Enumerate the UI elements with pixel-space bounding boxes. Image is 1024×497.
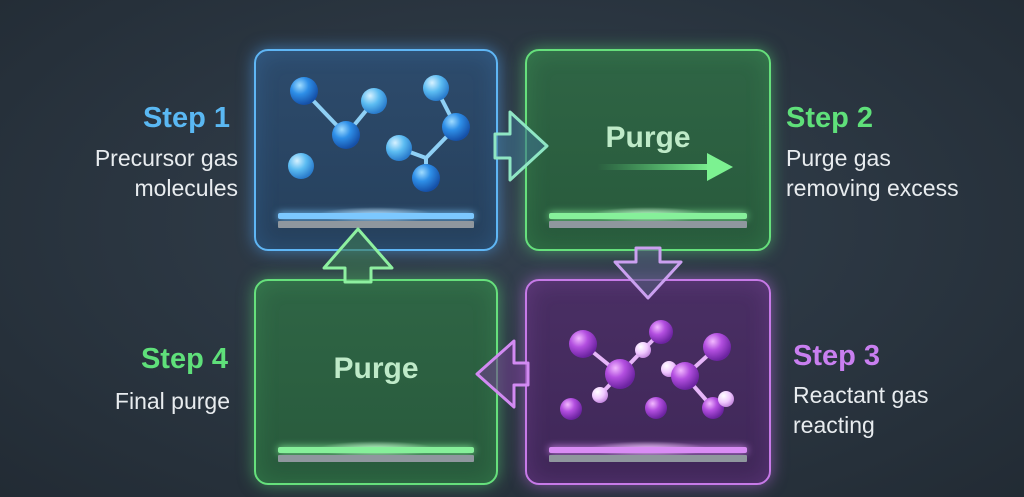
reactant-molecules-icon [560, 320, 734, 420]
step3-description-line2: reacting [793, 412, 875, 438]
precursor-molecules-icon [288, 75, 470, 192]
step4-panel: Purge [254, 279, 498, 485]
step2-description-line2: removing excess [786, 175, 959, 201]
step1-substrate [278, 207, 474, 229]
step4-panel-label: Purge [333, 352, 419, 385]
arrow-step2-to-step3 [613, 246, 683, 300]
step1-description: Precursor gas molecules [30, 143, 238, 203]
step3-description: Reactant gas reacting [793, 380, 1013, 440]
step4-substrate [278, 441, 474, 463]
step1-panel [254, 49, 498, 251]
step1-description-line1: Precursor gas [94, 145, 238, 171]
step2-panel-label: Purge [605, 121, 691, 154]
arrow-step3-to-step4 [475, 339, 530, 409]
step2-description-line1: Purge gas [786, 145, 891, 171]
step2-substrate [549, 207, 747, 229]
step3-panel [525, 279, 771, 485]
step3-description-line1: Reactant gas [793, 382, 929, 408]
step2-title: Step 2 [786, 102, 874, 134]
step1-description-line2: molecules [134, 175, 238, 201]
step4-description-line1: Final purge [114, 388, 230, 414]
arrow-step1-to-step2 [493, 110, 549, 182]
purge-flow-arrow-icon [597, 153, 733, 181]
arrow-step4-to-step1 [322, 227, 394, 284]
step4-title: Step 4 [140, 343, 228, 375]
step1-title: Step 1 [142, 102, 230, 134]
step2-panel: Purge [525, 49, 771, 251]
step3-substrate [549, 441, 747, 463]
step2-description: Purge gas removing excess [786, 143, 1016, 203]
step3-title: Step 3 [793, 340, 881, 372]
step4-description: Final purge [40, 386, 230, 416]
